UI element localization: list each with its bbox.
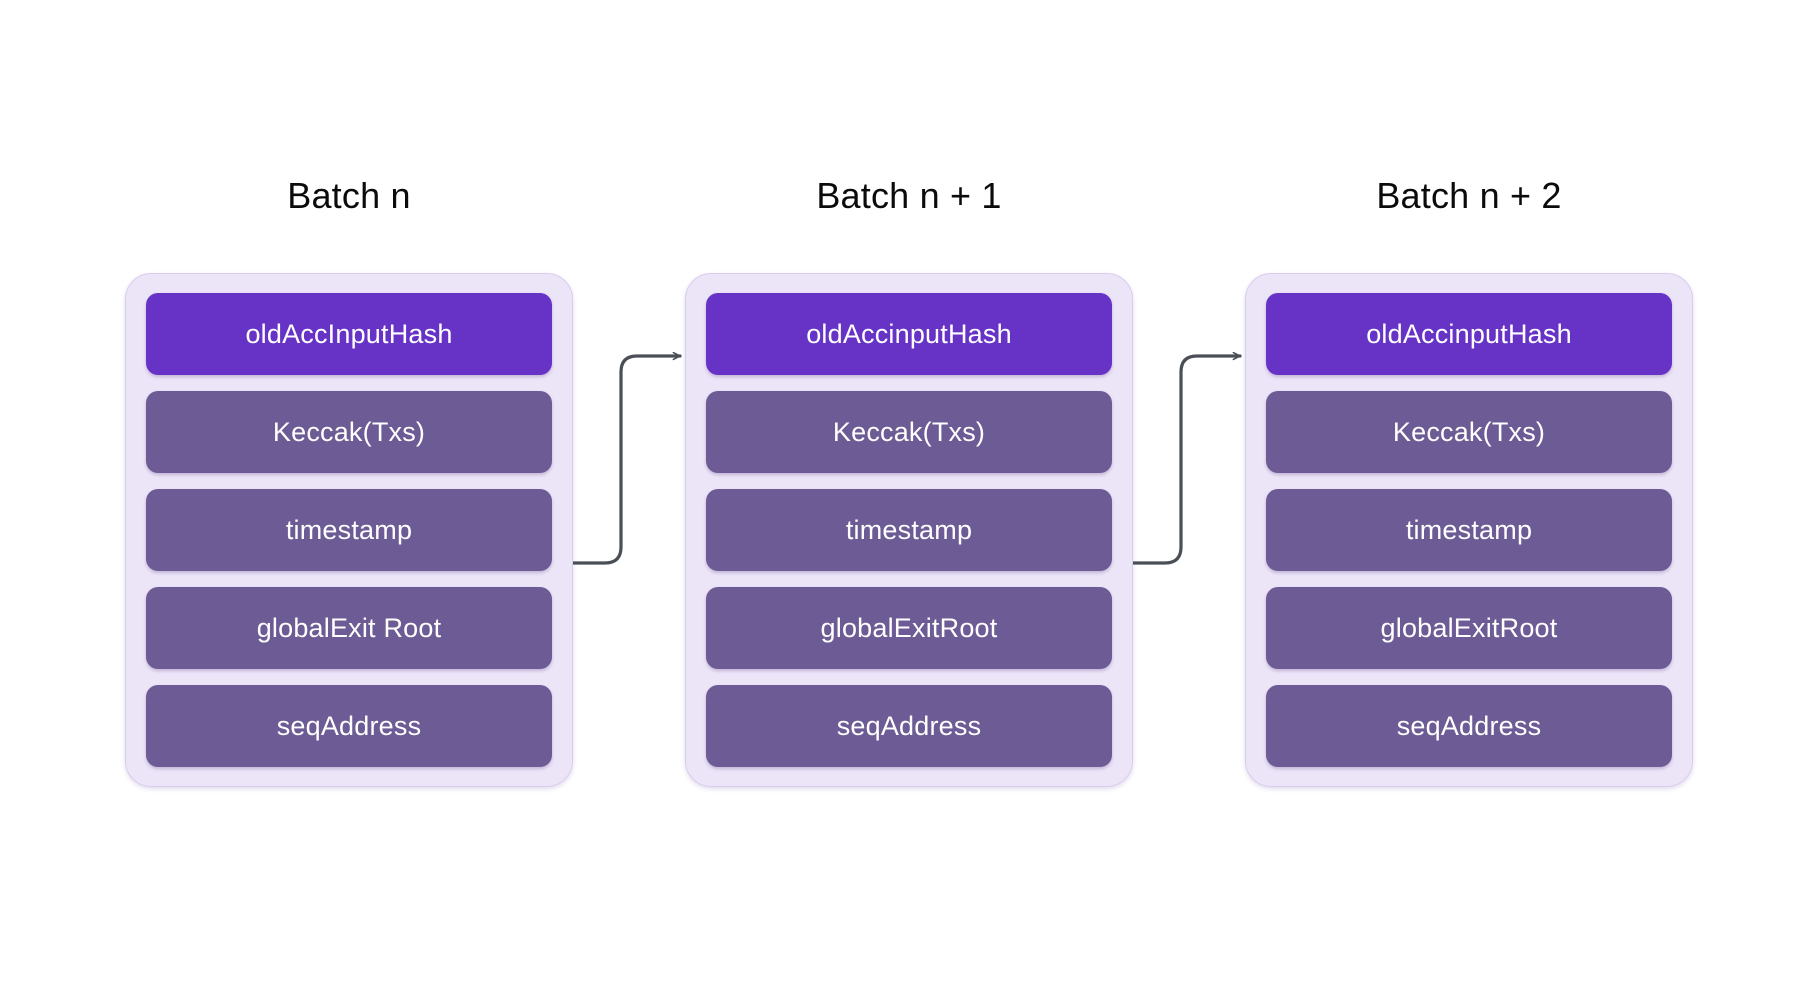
field-label: timestamp (1405, 514, 1533, 545)
field-row-old-acc-input-hash[interactable]: oldAccinputHash (1266, 293, 1672, 375)
batch-title-1: Batch n + 1 (816, 175, 1002, 216)
batch-column-2: Batch n + 2 oldAccinputHash Keccak(Txs) … (1245, 175, 1693, 787)
field-label: seqAddress (276, 710, 422, 741)
connector-batch-0-to-1 (560, 356, 682, 565)
field-row-seq-address[interactable]: seqAddress (706, 685, 1112, 767)
field-label: Keccak(Txs) (832, 416, 986, 447)
field-label: oldAccinputHash (806, 318, 1012, 349)
batch-title-2: Batch n + 2 (1376, 175, 1562, 216)
field-label: timestamp (845, 514, 973, 545)
field-row-keccak-txs[interactable]: Keccak(Txs) (146, 391, 552, 473)
field-row-keccak-txs[interactable]: Keccak(Txs) (706, 391, 1112, 473)
field-label: oldAccInputHash (245, 318, 453, 349)
field-label: Keccak(Txs) (1392, 416, 1546, 447)
field-label: timestamp (285, 514, 413, 545)
field-row-global-exit-root[interactable]: globalExitRoot (706, 587, 1112, 669)
field-label: seqAddress (836, 710, 982, 741)
field-row-seq-address[interactable]: seqAddress (1266, 685, 1672, 767)
batch-card-1: oldAccinputHash Keccak(Txs) timestamp gl… (685, 273, 1133, 787)
field-label: Keccak(Txs) (272, 416, 426, 447)
field-row-timestamp[interactable]: timestamp (1266, 489, 1672, 571)
batch-card-0: oldAccInputHash Keccak(Txs) timestamp gl… (125, 273, 573, 787)
field-label: oldAccinputHash (1366, 318, 1572, 349)
field-row-timestamp[interactable]: timestamp (706, 489, 1112, 571)
field-row-keccak-txs[interactable]: Keccak(Txs) (1266, 391, 1672, 473)
field-row-old-acc-input-hash[interactable]: oldAccinputHash (706, 293, 1112, 375)
field-row-seq-address[interactable]: seqAddress (146, 685, 552, 767)
field-row-global-exit-root[interactable]: globalExit Root (146, 587, 552, 669)
batch-column-1: Batch n + 1 oldAccinputHash Keccak(Txs) … (685, 175, 1133, 787)
field-label: seqAddress (1396, 710, 1542, 741)
field-row-timestamp[interactable]: timestamp (146, 489, 552, 571)
connector-batch-1-to-2 (1120, 356, 1242, 565)
field-row-old-acc-input-hash[interactable]: oldAccInputHash (146, 293, 552, 375)
field-label: globalExitRoot (1380, 612, 1558, 643)
field-label: globalExitRoot (820, 612, 998, 643)
batch-card-2: oldAccinputHash Keccak(Txs) timestamp gl… (1245, 273, 1693, 787)
field-row-global-exit-root[interactable]: globalExitRoot (1266, 587, 1672, 669)
batch-column-0: Batch n oldAccInputHash Keccak(Txs) time… (125, 175, 573, 787)
batch-title-0: Batch n (287, 175, 411, 216)
field-label: globalExit Root (256, 612, 442, 643)
